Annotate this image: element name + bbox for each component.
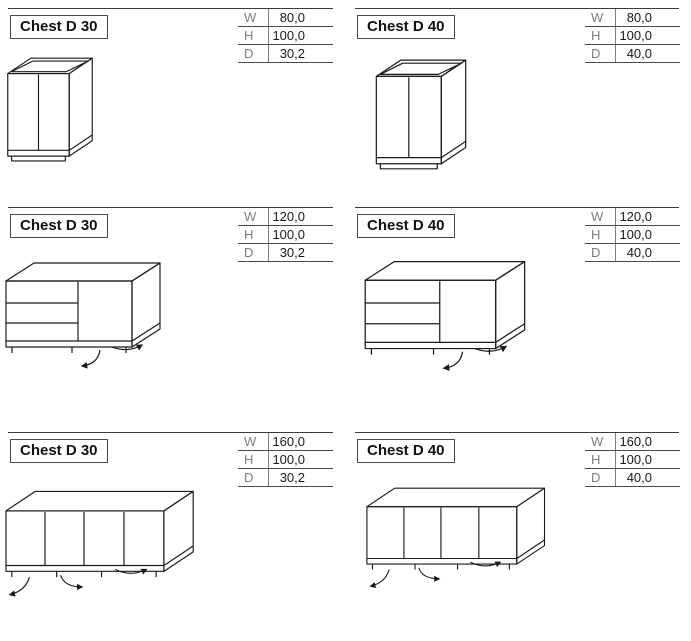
dimension-row: W 80,0 <box>238 9 333 27</box>
dimension-row: D 30,2 <box>238 469 333 487</box>
dim-value-w: 160,0 <box>268 433 333 450</box>
product-title-box: Chest D 40 <box>357 439 455 463</box>
dim-label-w: W <box>244 434 257 449</box>
dim-value-h: 100,0 <box>268 27 333 44</box>
divider <box>355 207 679 208</box>
dimension-row: H 100,0 <box>585 27 680 45</box>
dimension-row: W 160,0 <box>585 433 680 451</box>
cabinet-drawing <box>359 245 535 390</box>
dim-value-h: 100,0 <box>615 226 680 243</box>
product-title-box: Chest D 30 <box>10 439 108 463</box>
dim-value-d: 30,2 <box>268 469 333 486</box>
dim-label-w: W <box>591 434 604 449</box>
divider <box>355 432 679 433</box>
dim-label-w: W <box>591 209 604 224</box>
dim-label-h: H <box>244 28 254 43</box>
dim-label-d: D <box>244 46 254 61</box>
cabinet-drawing <box>0 468 205 624</box>
divider <box>8 432 333 433</box>
dim-value-w: 80,0 <box>268 9 333 26</box>
divider <box>8 8 333 9</box>
dim-label-h: H <box>591 227 601 242</box>
product-cell: Chest D 40 W 160,0 H 100,0 D 40,0 <box>347 424 691 641</box>
dim-label-d: D <box>591 470 601 485</box>
product-title-box: Chest D 40 <box>357 214 455 238</box>
product-title: Chest D 40 <box>367 217 445 234</box>
dim-label-w: W <box>591 10 604 25</box>
dim-label-d: D <box>591 245 601 260</box>
dim-value-w: 80,0 <box>615 9 680 26</box>
dim-value-d: 40,0 <box>615 244 680 261</box>
product-cell: Chest D 30 W 160,0 H 100,0 D 30,2 <box>0 424 345 641</box>
cabinet-drawing <box>362 50 480 182</box>
dim-label-w: W <box>244 10 257 25</box>
dim-value-d: 40,0 <box>615 469 680 486</box>
dim-value-w: 120,0 <box>268 208 333 225</box>
dim-value-d: 40,0 <box>615 45 680 62</box>
dimension-row: W 80,0 <box>585 9 680 27</box>
dimension-row: H 100,0 <box>238 27 333 45</box>
product-title: Chest D 30 <box>20 442 98 459</box>
dimension-table: W 80,0 H 100,0 D 40,0 <box>585 9 680 63</box>
dimension-row: D 40,0 <box>585 244 680 262</box>
product-cell: Chest D 40 W 80,0 H 100,0 D 40,0 <box>347 0 691 198</box>
dim-label-h: H <box>591 452 601 467</box>
dimension-row: H 100,0 <box>238 451 333 469</box>
dim-value-h: 100,0 <box>268 451 333 468</box>
dimension-table: W 80,0 H 100,0 D 30,2 <box>238 9 333 63</box>
dimension-row: D 40,0 <box>585 469 680 487</box>
product-title-box: Chest D 30 <box>10 15 108 39</box>
dim-value-h: 100,0 <box>615 27 680 44</box>
dim-label-h: H <box>244 452 254 467</box>
dim-label-w: W <box>244 209 257 224</box>
product-cell: Chest D 40 W 120,0 H 100,0 D 40,0 <box>347 199 691 423</box>
dim-label-h: H <box>244 227 254 242</box>
dimension-row: W 120,0 <box>585 208 680 226</box>
dim-value-w: 120,0 <box>615 208 680 225</box>
product-title: Chest D 40 <box>367 442 445 459</box>
divider <box>355 8 679 9</box>
dim-label-d: D <box>244 470 254 485</box>
dim-value-d: 30,2 <box>268 244 333 261</box>
dim-value-h: 100,0 <box>268 226 333 243</box>
dim-label-d: D <box>244 245 254 260</box>
dim-value-h: 100,0 <box>615 451 680 468</box>
cabinet-drawing <box>0 247 170 387</box>
cabinet-drawing <box>361 466 556 614</box>
dimension-row: H 100,0 <box>238 226 333 244</box>
dimension-table: W 120,0 H 100,0 D 30,2 <box>238 208 333 262</box>
product-title: Chest D 30 <box>20 18 98 35</box>
dimension-row: D 30,2 <box>238 244 333 262</box>
dim-value-d: 30,2 <box>268 45 333 62</box>
dimension-row: D 30,2 <box>238 45 333 63</box>
product-cell: Chest D 30 W 80,0 H 100,0 D 30,2 <box>0 0 345 198</box>
dimension-row: D 40,0 <box>585 45 680 63</box>
product-title-box: Chest D 30 <box>10 214 108 238</box>
dimension-row: W 160,0 <box>238 433 333 451</box>
product-title-box: Chest D 40 <box>357 15 455 39</box>
dimension-table: W 160,0 H 100,0 D 40,0 <box>585 433 680 487</box>
divider <box>8 207 333 208</box>
product-cell: Chest D 30 W 120,0 H 100,0 D 30,2 <box>0 199 345 423</box>
dimension-row: H 100,0 <box>585 226 680 244</box>
dim-label-h: H <box>591 28 601 43</box>
dim-label-d: D <box>591 46 601 61</box>
dimension-table: W 160,0 H 100,0 D 30,2 <box>238 433 333 487</box>
dimension-table: W 120,0 H 100,0 D 40,0 <box>585 208 680 262</box>
product-title: Chest D 30 <box>20 217 98 234</box>
dimension-row: W 120,0 <box>238 208 333 226</box>
dimension-row: H 100,0 <box>585 451 680 469</box>
cabinet-drawing <box>2 48 98 174</box>
product-title: Chest D 40 <box>367 18 445 35</box>
dim-value-w: 160,0 <box>615 433 680 450</box>
